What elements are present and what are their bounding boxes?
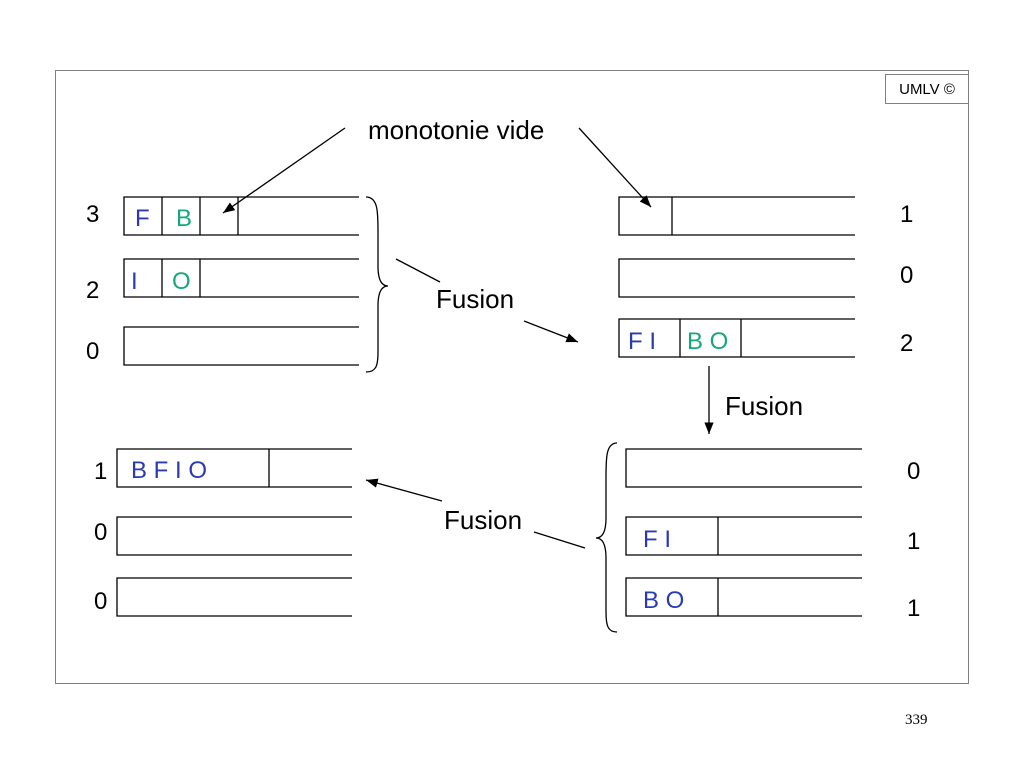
run-bl-1: B F I O: [131, 457, 208, 484]
brace-right: [365, 196, 389, 373]
fusion-label-1: Fusion: [436, 284, 515, 314]
count-tl-2: 2: [86, 277, 100, 304]
count-br-1: 0: [907, 458, 921, 485]
page-number: 339: [905, 712, 928, 728]
tape-tl-3: [123, 326, 359, 366]
tape-tr-3: [618, 318, 855, 358]
count-tr-3: 2: [900, 330, 914, 357]
fusion-label-3: Fusion: [444, 505, 523, 535]
monotonie-vide-label: monotonie vide: [368, 115, 545, 145]
arrow-monotonie-left: [222, 127, 346, 214]
count-tl-1: 3: [86, 201, 100, 228]
count-tr-1: 1: [900, 201, 914, 228]
count-tl-3: 0: [86, 338, 100, 365]
brace-left: [595, 442, 618, 633]
count-tr-2: 0: [900, 262, 914, 289]
copyright-badge: UMLV ©: [885, 74, 969, 104]
tape-tr-2: [618, 258, 855, 298]
run-tl-2-a: I: [131, 268, 138, 295]
connector-fusion-3: [533, 531, 586, 549]
count-bl-3: 0: [94, 588, 108, 615]
count-br-3: 1: [907, 595, 921, 622]
arrow-fusion-3: [365, 478, 443, 502]
run-tr-3-a: F I: [628, 328, 656, 355]
tape-br-1: [625, 448, 862, 488]
tape-bl-1: [116, 448, 352, 488]
run-br-3: B O: [643, 587, 685, 614]
tape-br-2: [625, 516, 862, 556]
arrow-fusion-1: [523, 320, 579, 343]
run-br-2: F I: [643, 526, 671, 553]
fusion-label-2: Fusion: [725, 391, 804, 421]
count-bl-2: 0: [94, 519, 108, 546]
tape-tl-2: [123, 258, 359, 298]
count-br-2: 1: [907, 528, 921, 555]
arrow-monotonie-right: [578, 127, 652, 208]
run-tr-3-b: B O: [687, 328, 729, 355]
run-tl-2-b: O: [172, 268, 191, 295]
tape-br-3: [625, 577, 862, 617]
tape-bl-2: [116, 516, 352, 556]
slide-frame: [55, 70, 969, 684]
count-bl-1: 1: [94, 458, 108, 485]
run-tl-1-b: B: [176, 205, 193, 232]
run-tl-1-a: F: [135, 205, 150, 232]
tape-tl-1: [123, 196, 359, 236]
tape-tr-1: [618, 196, 855, 236]
connector-fusion-1: [395, 258, 441, 283]
tape-bl-3: [116, 577, 352, 617]
